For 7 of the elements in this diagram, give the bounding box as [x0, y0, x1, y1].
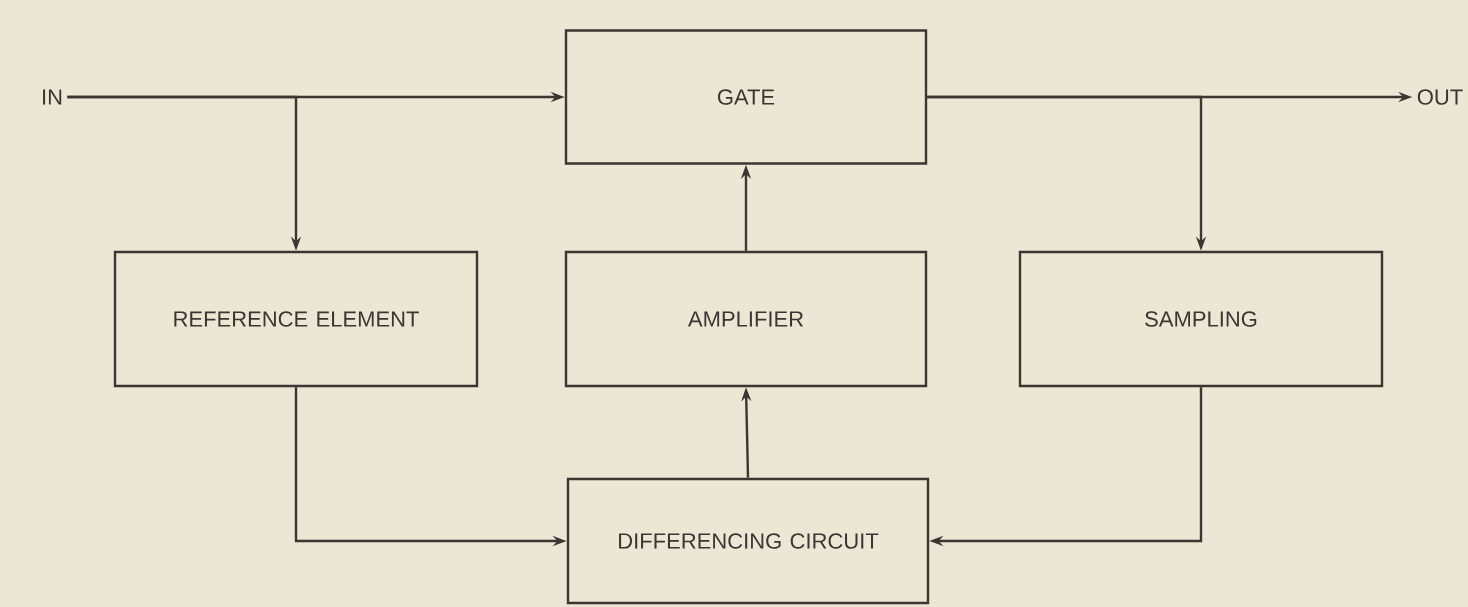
block-box: REFERENCE ELEMENT	[113, 250, 479, 388]
block-box: DIFFERENCING CIRCUIT	[566, 477, 930, 605]
block-box: AMPLIFIER	[564, 250, 928, 388]
block-box: SAMPLING	[1018, 250, 1384, 388]
block-box: GATE	[564, 29, 928, 165]
signal-label: IN	[43, 89, 62, 105]
signal-label: OUT	[1417, 89, 1463, 105]
